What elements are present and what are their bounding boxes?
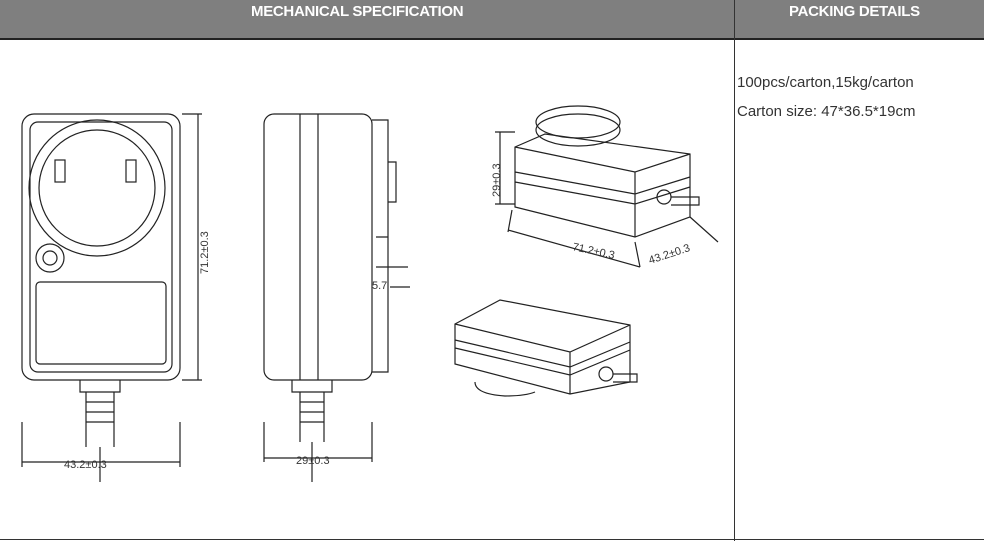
mechanical-drawing: 43.2±0.3 71.2±0.3 29±0.3 5.7 29±0.3 71.2… — [21, 105, 719, 482]
isometric-view-top: 29±0.3 71.2±0.3 43.2±0.3 — [491, 105, 719, 268]
iso-width-dimension: 43.2±0.3 — [647, 242, 691, 267]
front-height-dimension: 71.2±0.3 — [199, 231, 211, 274]
pin-length-dimension: 5.7 — [372, 280, 387, 292]
iso-height-dimension: 29±0.3 — [491, 163, 503, 197]
carton-size: Carton size: 47*36.5*19cm — [737, 103, 916, 120]
table-bottom-border — [0, 539, 984, 540]
front-view: 43.2±0.3 71.2±0.3 — [21, 113, 211, 482]
isometric-view-bottom — [454, 299, 638, 397]
front-width-dimension: 43.2±0.3 — [64, 459, 107, 471]
mechanical-spec-heading: MECHANICAL SPECIFICATION — [251, 3, 464, 20]
packing-details-heading: PACKING DETAILS — [789, 3, 920, 20]
side-view: 29±0.3 5.7 — [263, 113, 410, 482]
packing-quantity: 100pcs/carton,15kg/carton — [737, 74, 914, 91]
side-width-dimension: 29±0.3 — [296, 455, 330, 467]
table-header: MECHANICAL SPECIFICATION PACKING DETAILS — [0, 0, 984, 40]
iso-length-dimension: 71.2±0.3 — [571, 241, 615, 262]
column-divider — [734, 0, 735, 541]
